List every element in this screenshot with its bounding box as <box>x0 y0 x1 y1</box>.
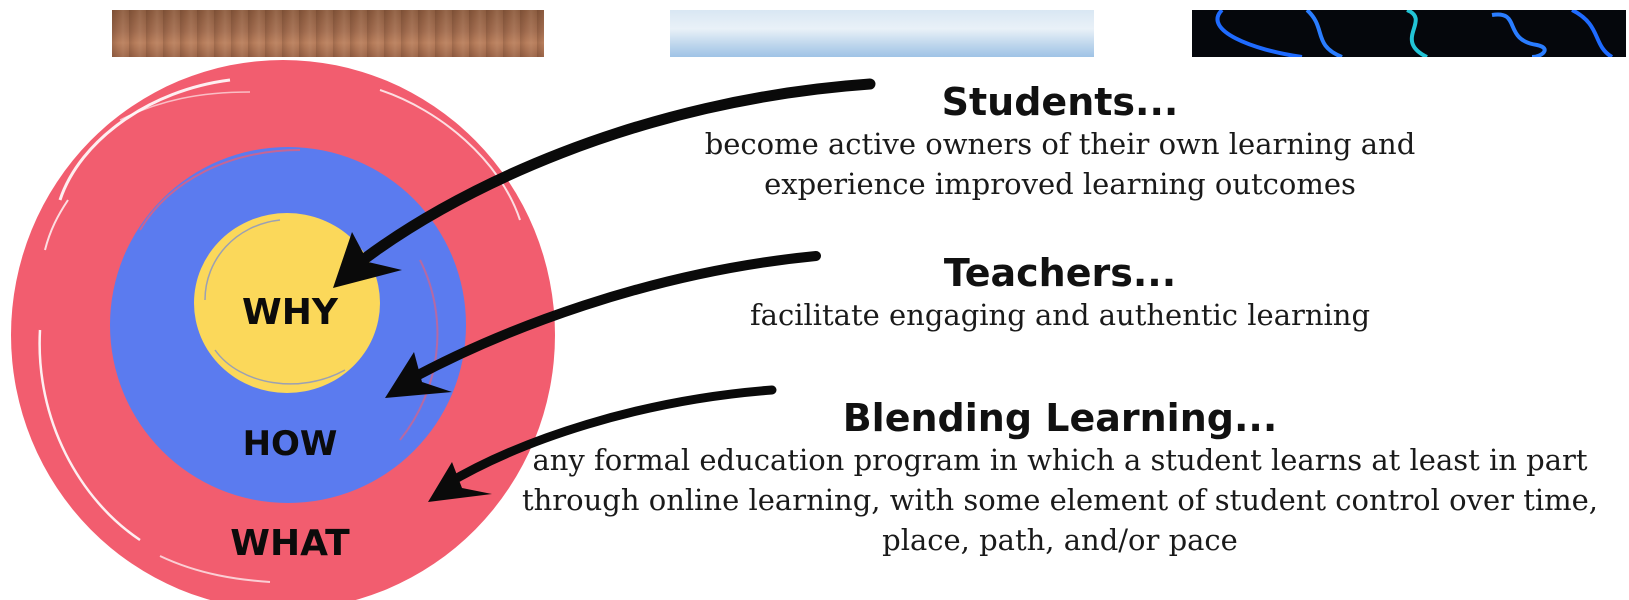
wood-photo <box>112 10 544 57</box>
teachers-title: Teachers... <box>943 251 1177 295</box>
sky-photo <box>670 10 1094 57</box>
arrow-to-how <box>385 251 821 398</box>
arrow-to-why <box>333 78 876 288</box>
blending-title: Blending Learning... <box>842 396 1278 440</box>
blending-block: Blending Learning... any formal educatio… <box>520 396 1600 560</box>
students-title: Students... <box>941 80 1179 124</box>
why-label: WHY <box>242 292 338 333</box>
why-circle <box>194 213 380 393</box>
teachers-block: Teachers... facilitate engaging and auth… <box>700 251 1420 335</box>
teachers-line-1: facilitate engaging and authentic learni… <box>749 298 1371 332</box>
how-label: HOW <box>242 424 338 464</box>
blending-line-3: place, path, and/or pace <box>882 523 1238 557</box>
neon-lines-photo <box>1192 10 1626 57</box>
what-label: WHAT <box>230 523 350 564</box>
students-line-2: experience improved learning outcomes <box>764 167 1356 201</box>
arrow-to-what <box>428 385 777 502</box>
blending-line-1: any formal education program in which a … <box>532 443 1588 477</box>
students-line-1: become active owners of their own learni… <box>704 127 1416 161</box>
students-block: Students... become active owners of thei… <box>700 80 1420 204</box>
blending-line-2: through online learning, with some eleme… <box>521 483 1599 517</box>
